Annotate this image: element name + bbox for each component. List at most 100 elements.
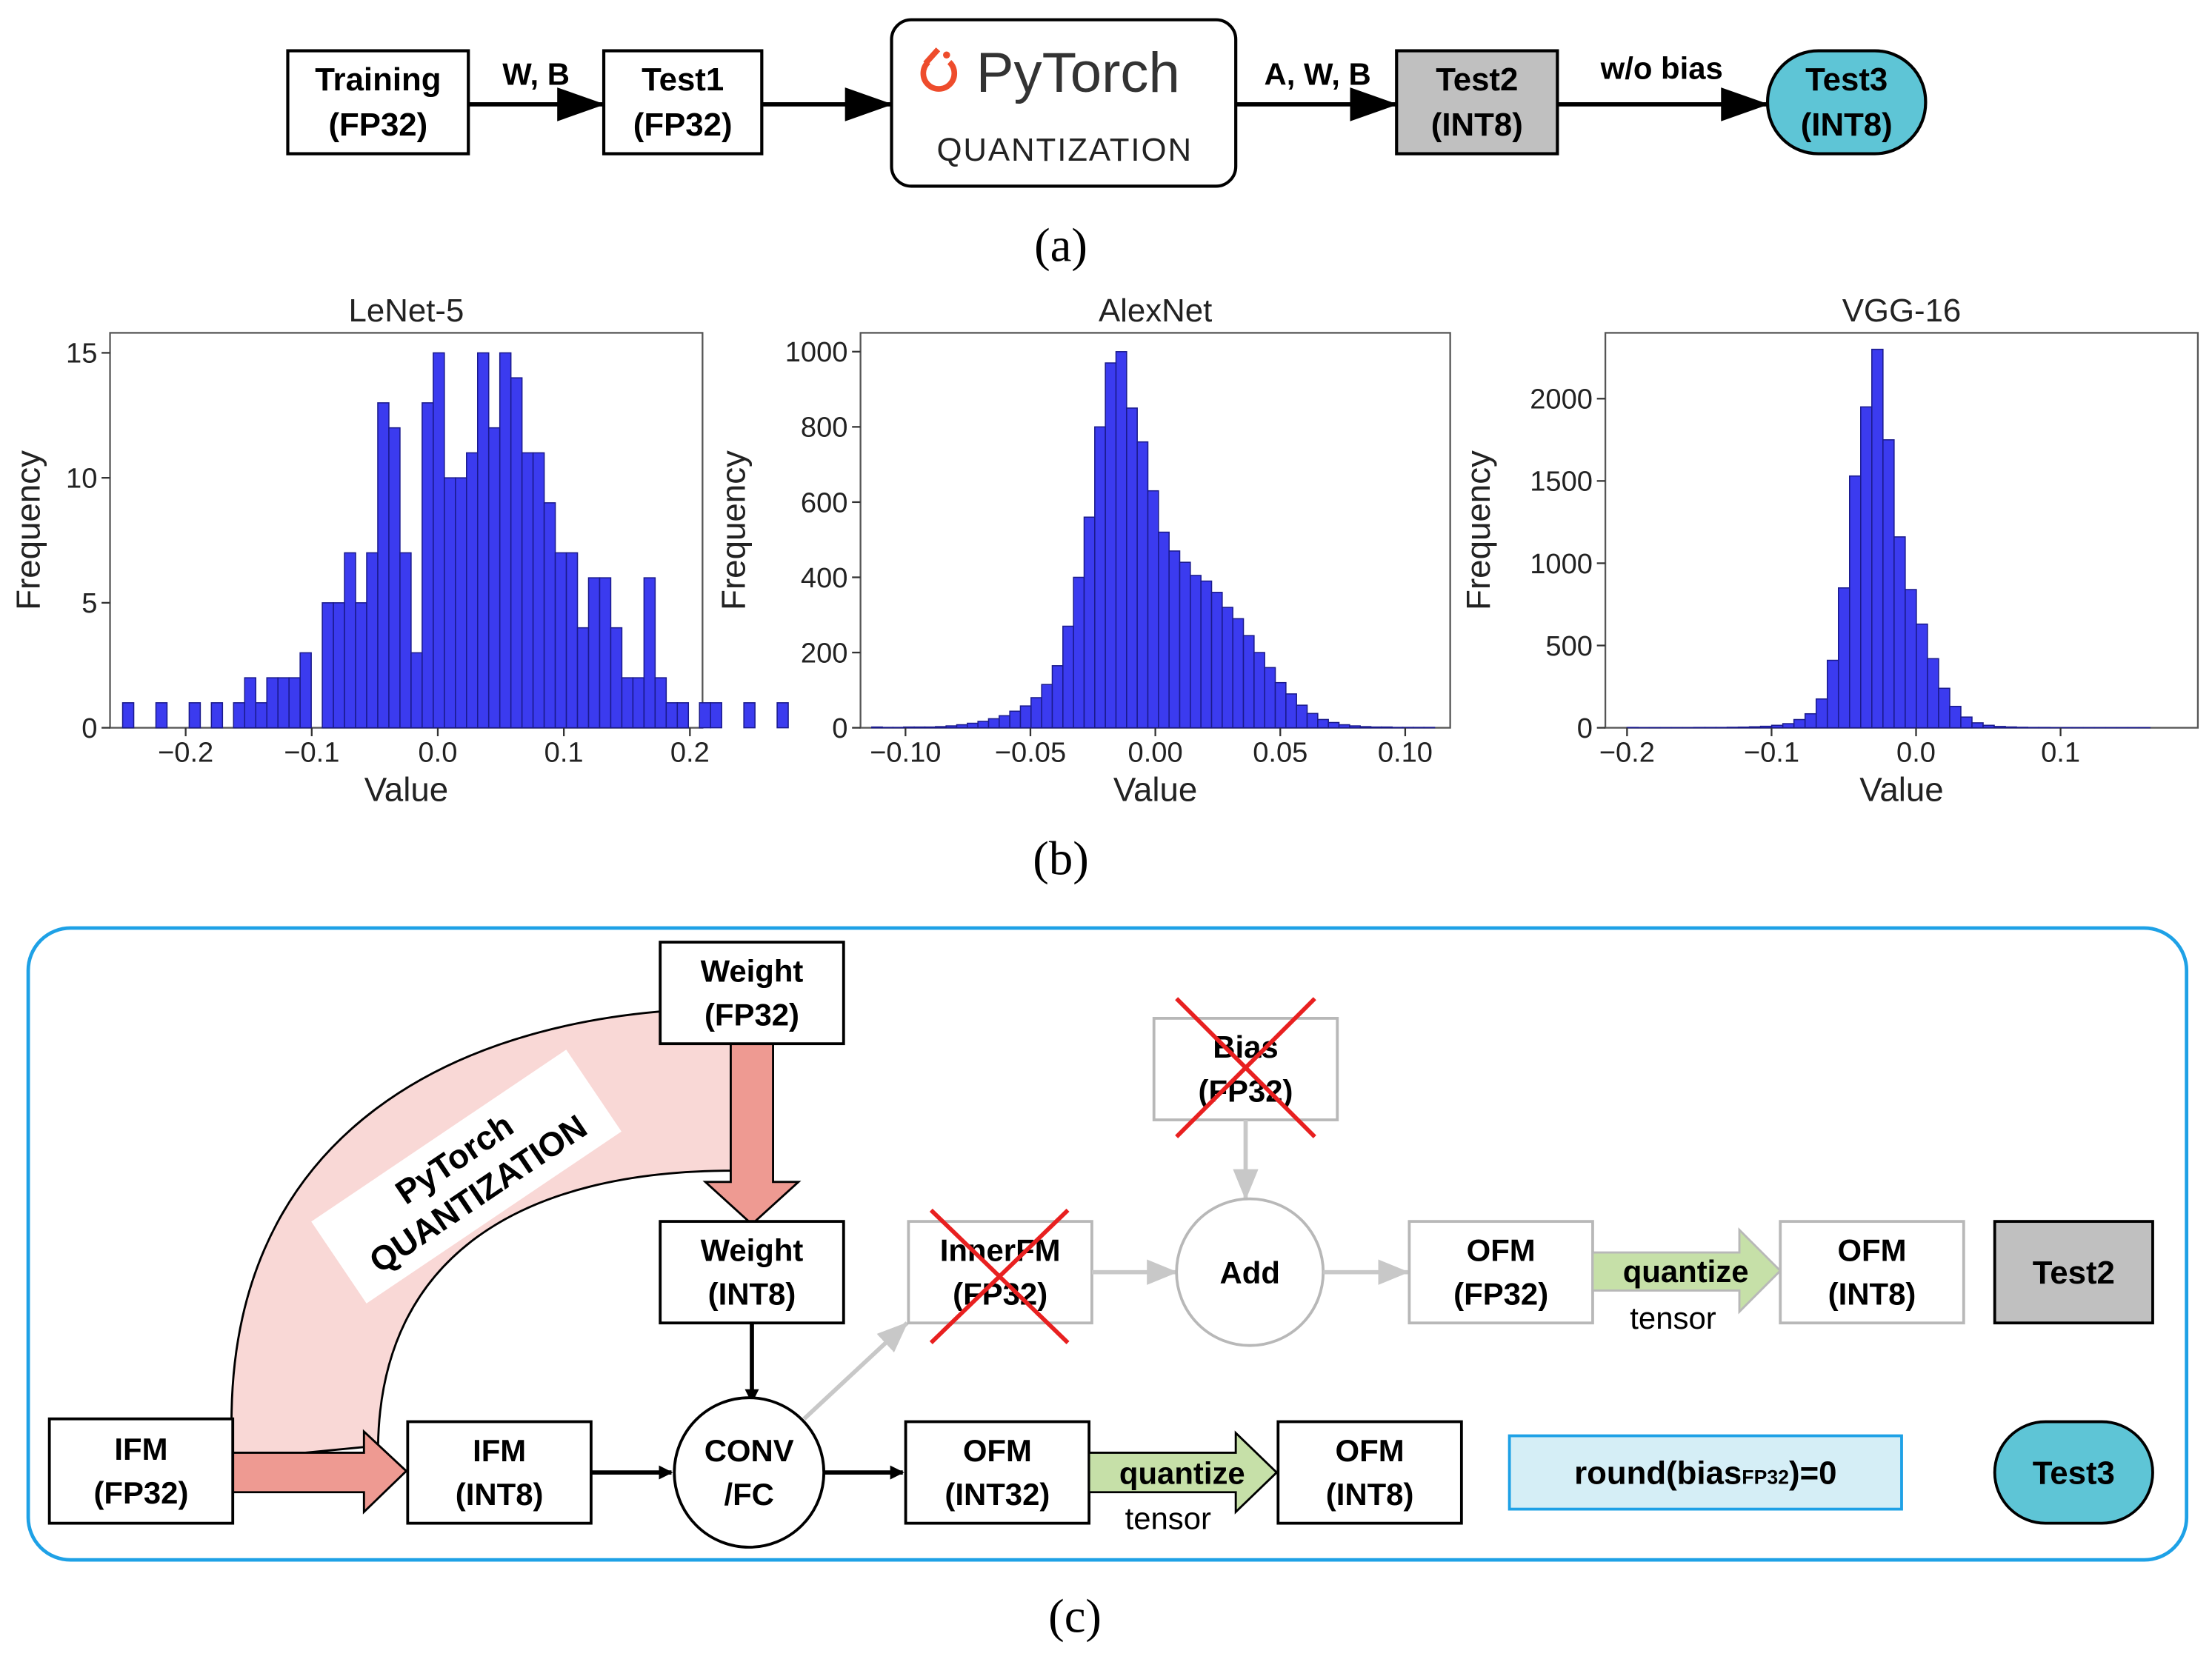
test1-label: Test1 — [642, 61, 724, 98]
y-tick-label: 400 — [801, 563, 848, 594]
histogram-bar — [1905, 589, 1917, 729]
histogram-bar — [871, 726, 883, 729]
histogram-bar — [410, 652, 423, 729]
histogram-bar — [532, 452, 545, 729]
x-tick-label: −0.1 — [1744, 737, 1799, 768]
histogram-bar — [1770, 724, 1784, 729]
histogram-bar — [1062, 625, 1074, 729]
x-tick-label: 0.1 — [2041, 737, 2080, 768]
ofm-fp32-sub: (FP32) — [1453, 1276, 1548, 1311]
ofm-int32-sub: (INT32) — [945, 1477, 1050, 1512]
x-tick-label: −0.05 — [995, 737, 1066, 768]
histogram-bar — [188, 702, 201, 729]
histogram-bar — [1073, 576, 1085, 729]
histogram-bar — [1916, 623, 1928, 729]
histogram-bar — [1264, 667, 1276, 729]
quantize-top-arrow — [1591, 1227, 1782, 1315]
ifm-fp32-box — [47, 1417, 235, 1525]
histogram-bar — [1871, 348, 1884, 729]
histogram-bar — [344, 552, 356, 729]
histogram-bar — [1726, 727, 1739, 729]
histogram-bar — [499, 352, 512, 729]
quantize-top-sub: tensor — [1630, 1301, 1716, 1335]
histogram-bar — [1030, 697, 1042, 729]
training-box — [286, 49, 470, 156]
round-box — [1508, 1434, 1903, 1511]
y-axis-label: Frequency — [714, 450, 752, 610]
y-tick-label: 800 — [801, 413, 848, 444]
histogram-bar — [1019, 705, 1032, 729]
y-axis-label: Frequency — [9, 450, 47, 610]
histogram-bar — [1793, 718, 1806, 729]
histogram-bar — [333, 602, 345, 729]
pytorch-logo-text: PyTorch — [976, 41, 1180, 104]
histogram-bar — [1285, 693, 1297, 729]
histogram-bar — [455, 477, 467, 729]
ifm-quantize-arrow — [231, 1429, 408, 1515]
y-tick-label: 0 — [1577, 713, 1593, 744]
ofm-int8-top-box — [1779, 1220, 1965, 1325]
histogram-bar — [487, 427, 501, 729]
histogram-bar — [444, 477, 456, 729]
histogram-bar — [1317, 718, 1329, 729]
test2-legend-label: Test2 — [2033, 1255, 2115, 1291]
y-tick-label: 600 — [801, 487, 848, 518]
histogram-bar — [1349, 725, 1361, 729]
histogram-bar — [510, 377, 523, 729]
histogram-bar — [1737, 726, 1750, 729]
histogram-bar — [987, 718, 1000, 729]
histogram-bar — [576, 627, 590, 729]
pytorch-quantization-curve — [230, 1007, 735, 1461]
training-sub: (FP32) — [328, 107, 427, 143]
innerfm-box — [907, 1220, 1093, 1325]
training-label: Training — [315, 61, 441, 98]
histogram-bar — [892, 727, 905, 729]
histogram-bar — [1253, 652, 1265, 729]
test3-box — [1765, 49, 1928, 156]
y-tick-label: 5 — [81, 588, 97, 619]
histogram-bar — [710, 702, 722, 729]
x-tick-label: −0.2 — [1599, 737, 1655, 768]
x-tick-label: 0.10 — [1378, 737, 1433, 768]
histogram-bar — [1296, 704, 1308, 729]
histogram-bar — [1971, 722, 1984, 729]
histogram-bar — [1938, 687, 1951, 729]
histogram-bar — [587, 577, 601, 729]
test1-box — [602, 49, 764, 156]
histogram-bar — [977, 721, 990, 729]
quantize-bottom-arrow — [1087, 1430, 1279, 1515]
arrow-conv-to-innerfm — [802, 1321, 909, 1421]
histogram-bar — [266, 677, 279, 729]
histogram-bar — [1759, 725, 1773, 729]
test3-sub: (INT8) — [1801, 107, 1893, 143]
histogram-bar — [1782, 723, 1795, 729]
histogram-bar — [2005, 726, 2017, 729]
test1-sub: (FP32) — [633, 107, 733, 143]
weight-int8-label: Weight — [701, 1232, 804, 1267]
test2-sub: (INT8) — [1431, 107, 1523, 143]
histogram-bar — [210, 702, 224, 729]
ofm-int8-bottom-box — [1276, 1420, 1463, 1525]
round-main: round(bias — [1574, 1455, 1742, 1491]
histogram-bar — [1949, 705, 1962, 729]
quantize-bottom-sub: tensor — [1125, 1501, 1211, 1535]
histogram-bar — [155, 702, 168, 729]
histogram-bar — [935, 726, 947, 729]
histogram-bar — [956, 724, 968, 729]
y-tick-label: 1000 — [1530, 549, 1593, 580]
histogram-bar — [1413, 727, 1425, 729]
histogram-bar — [244, 677, 257, 729]
histogram-bar — [377, 402, 390, 729]
histogram-bar — [1222, 607, 1233, 729]
histogram-bar — [1402, 727, 1414, 729]
histogram-bar — [1158, 531, 1170, 729]
histogram-bar — [676, 702, 690, 729]
histogram-bar — [521, 452, 534, 729]
histogram-bar — [476, 352, 490, 729]
arrow-wb-label: W, B — [502, 56, 570, 91]
ifm-fp32-sub: (FP32) — [93, 1475, 188, 1510]
histogram-bar — [599, 577, 612, 729]
caption-b: (b) — [1033, 832, 1088, 886]
